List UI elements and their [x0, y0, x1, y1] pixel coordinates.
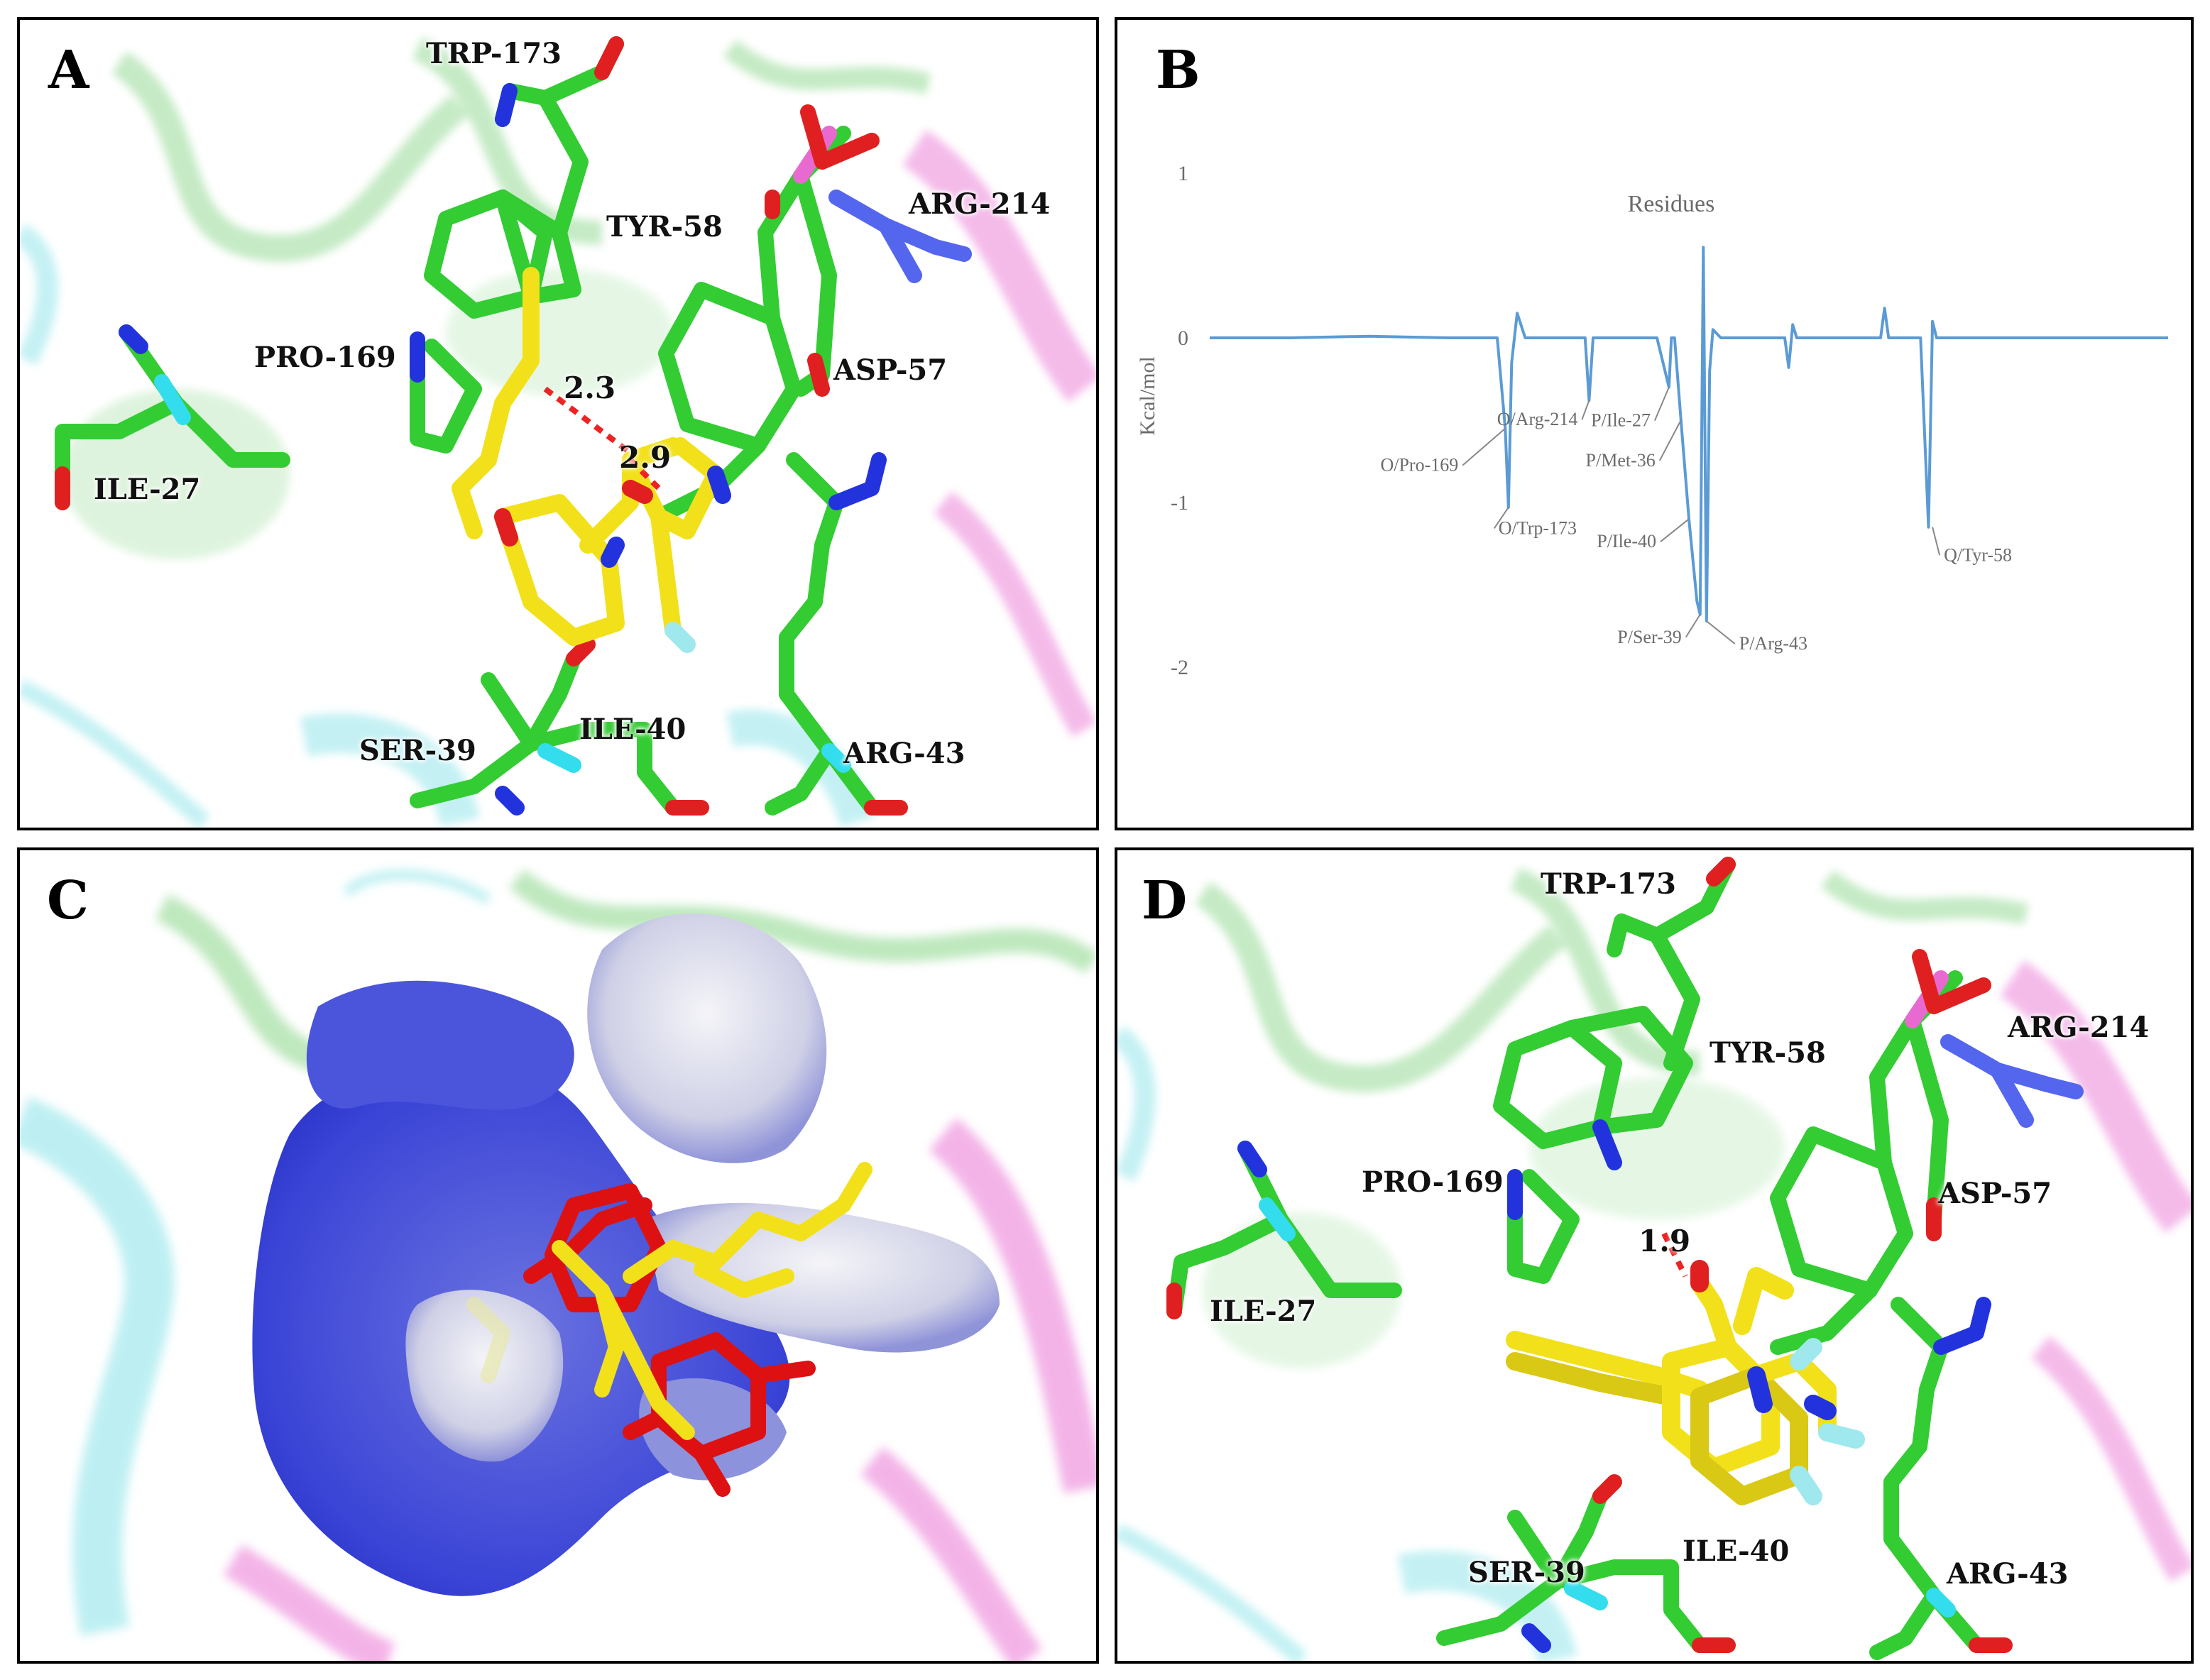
label-arg-43: ARG-43: [1947, 1557, 2069, 1591]
label-tyr-58: TYR-58: [606, 210, 723, 243]
y-tick-labels: 1 0 -1 -2: [1171, 162, 1188, 679]
label-ile-40: ILE-40: [1683, 1534, 1790, 1568]
annotation-leader: [1462, 427, 1506, 466]
panel-c-ribbons: [20, 869, 1096, 1661]
annotation-label: Q/Tyr-58: [1944, 544, 2012, 565]
series-line: [1210, 246, 2168, 622]
label-asp-57: ASP-57: [833, 353, 948, 387]
label-arg-43: ARG-43: [843, 737, 965, 770]
label-asp-57: ASP-57: [1938, 1177, 2052, 1210]
panel-d-hbonds: [1661, 1232, 1688, 1278]
panel-c-surface-render: [20, 869, 1096, 1661]
y-tick-label: 1: [1178, 162, 1188, 185]
panel-d-letter: D: [1142, 870, 1188, 931]
panel-d: D TRP-173 TYR-58 ARG-214 PRO-169 ASP-57 …: [1115, 847, 2194, 1664]
label-tyr-58: TYR-58: [1710, 1036, 1826, 1070]
panel-c: C: [17, 847, 1099, 1664]
panel-d-ligand: [1506, 1260, 1865, 1505]
annotation-label: P/Ile-40: [1597, 531, 1656, 551]
label-pro-169: PRO-169: [1362, 1165, 1504, 1199]
annotation-leader: [1685, 614, 1701, 638]
label-ile-27: ILE-27: [1210, 1295, 1317, 1328]
label-trp-173: TRP-173: [426, 37, 562, 70]
annotation-label: O/Pro-169: [1380, 455, 1458, 476]
annotation-leader: [1658, 419, 1682, 461]
annotation-leader: [1706, 620, 1736, 644]
label-arg-214: ARG-214: [909, 187, 1051, 221]
label-ile-27: ILE-27: [94, 473, 201, 506]
panel-a-ligand: [452, 267, 731, 653]
annotation-label: O/Trp-173: [1499, 517, 1577, 538]
panel-a: A TRP-173 TYR-58 ARG-214 PRO-169 ASP-57 …: [17, 17, 1099, 830]
panel-c-letter: C: [47, 870, 89, 931]
annotation-label: O/Arg-214: [1497, 409, 1578, 429]
panel-a-hbonds: [543, 386, 661, 490]
panel-d-ribbons: [1117, 867, 2191, 1661]
y-axis-label: Kcal/mol: [1136, 356, 1159, 436]
annotation-leader: [1660, 518, 1690, 542]
annotation-label: P/Ser-39: [1617, 627, 1681, 647]
label-arg-214: ARG-214: [2008, 1011, 2150, 1044]
energy-decomposition-chart: Residues Kcal/mol 1 0 -1 -2 O/Pro-169O/Trp-…: [1136, 162, 2168, 679]
panel-d-protein-sticks: [1166, 857, 2084, 1660]
annotation-leader: [1493, 507, 1509, 529]
panel-d-molecule-render: [1117, 857, 2191, 1661]
y-tick-label: -2: [1171, 656, 1188, 679]
y-tick-label: 0: [1178, 326, 1188, 350]
annotation-label: P/Met-36: [1586, 450, 1656, 471]
distance-label: 1.9: [1639, 1224, 1691, 1258]
annotation-leader: [1581, 400, 1590, 420]
label-pro-169: PRO-169: [254, 341, 396, 374]
distance-label: 2.9: [619, 440, 672, 475]
label-trp-173: TRP-173: [1541, 867, 1676, 901]
annotation-leader: [1932, 527, 1941, 556]
distance-label: 2.3: [564, 370, 616, 405]
annotation-label: P/Ile-27: [1591, 410, 1651, 431]
panel-c-ligands: [466, 1162, 872, 1497]
label-ser-39: SER-39: [359, 734, 476, 767]
panel-a-letter: A: [48, 40, 89, 101]
panel-b-letter: B: [1156, 40, 1200, 101]
chart-title: Residues: [1628, 191, 1715, 217]
label-ile-40: ILE-40: [579, 713, 686, 746]
panel-a-protein-sticks: [55, 36, 972, 816]
annotation-label: P/Arg-43: [1739, 633, 1807, 654]
panel-a-molecule-render: [20, 36, 1096, 828]
annotation-leader: [1653, 387, 1670, 421]
y-tick-label: -1: [1171, 491, 1188, 515]
label-ser-39: SER-39: [1468, 1556, 1585, 1589]
